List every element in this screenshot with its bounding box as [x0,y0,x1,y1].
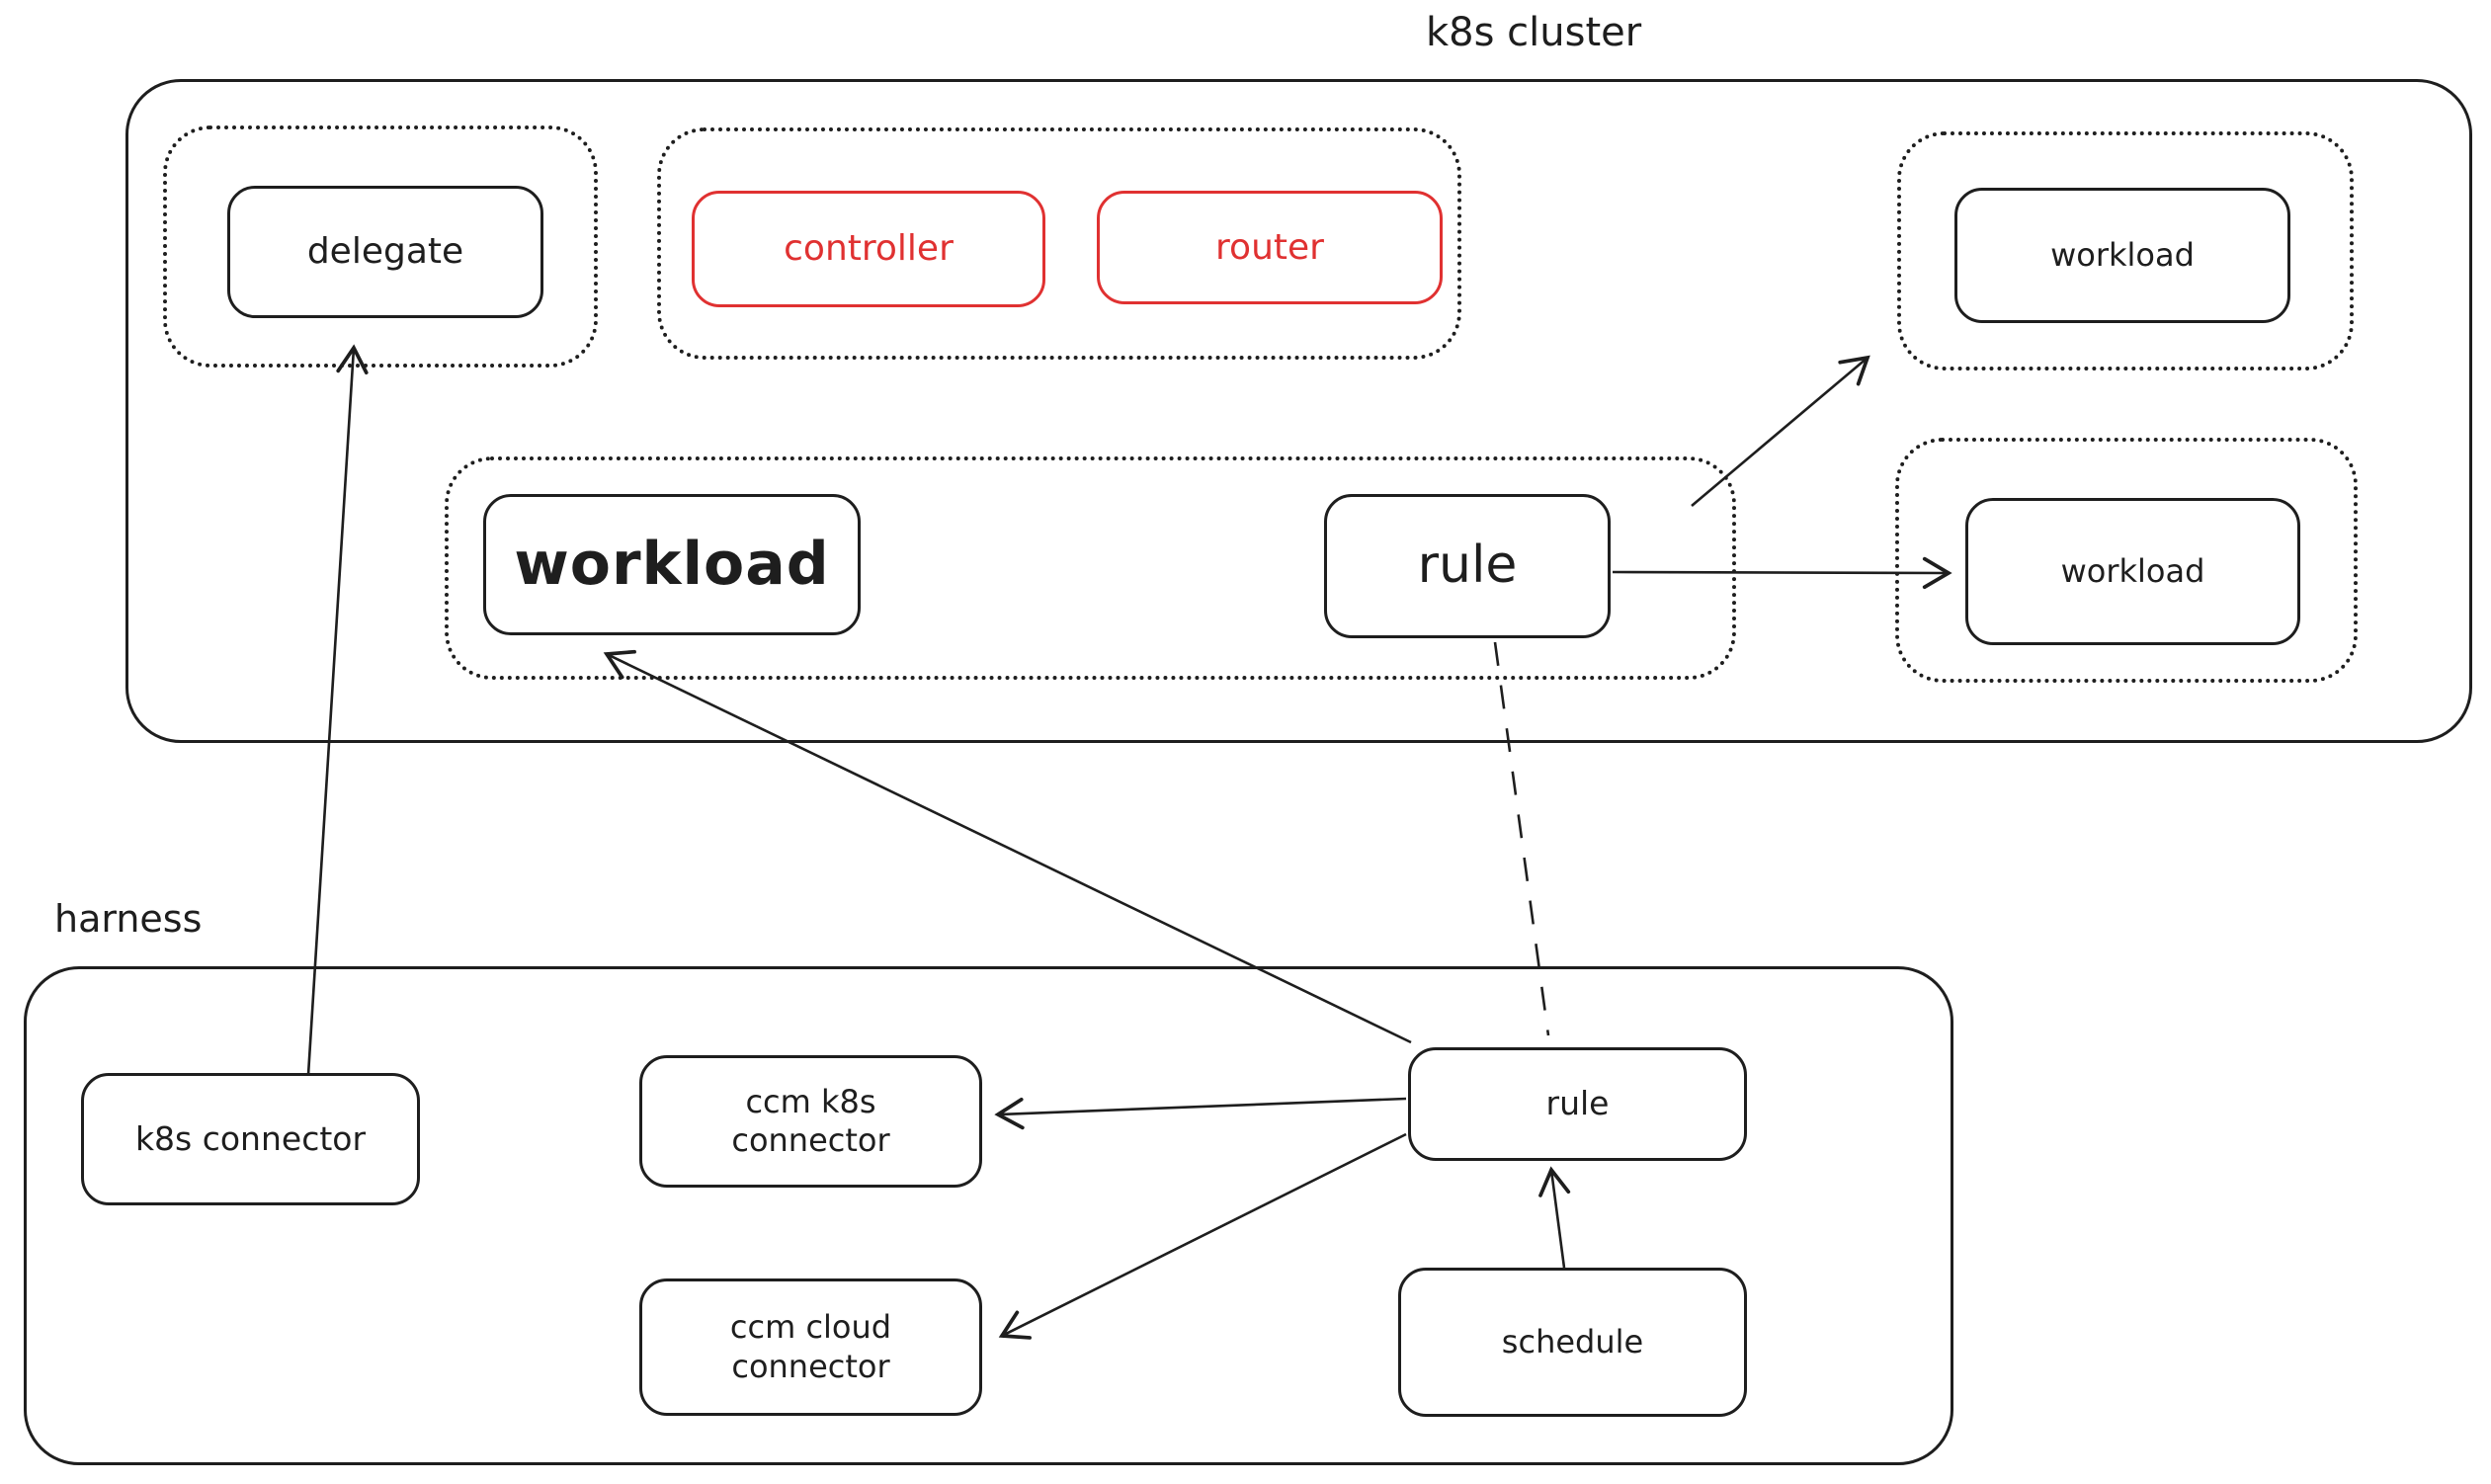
rule-k8s-node-label: rule [1417,536,1518,596]
controller-node-label: controller [784,228,954,270]
workload-top-right-node-label: workload [2050,235,2195,274]
controller-node: controller [692,191,1045,307]
rule-harness-node-label: rule [1545,1084,1610,1123]
workload-top-right-group [1897,131,2354,371]
router-node-label: router [1215,226,1324,268]
controller-router-group [657,127,1461,360]
delegate-node-label: delegate [306,231,464,273]
harness-label: harness [54,897,203,941]
router-node: router [1097,191,1443,304]
rule-harness-node: rule [1408,1047,1747,1161]
workload-mid-right-node-label: workload [2060,551,2205,590]
delegate-node: delegate [227,186,543,318]
workload-main-node-label: workload [514,529,830,599]
schedule-node: schedule [1398,1268,1747,1417]
workload-mid-right-node: workload [1965,498,2300,645]
workload-top-right-node: workload [1954,188,2290,323]
workload-mid-right-group [1895,438,2358,683]
k8s-cluster-label: k8s cluster [1426,10,1642,55]
ccm-k8s-connector-node-label-line1: ccm k8s [745,1082,876,1120]
ccm-k8s-connector-node: ccm k8s connector [639,1055,982,1188]
delegate-group [163,125,598,368]
schedule-node-label: schedule [1501,1322,1644,1360]
workload-main-node: workload [483,494,861,635]
ccm-k8s-connector-node-label-line2: connector [731,1121,890,1159]
ccm-cloud-connector-node-label-line1: ccm cloud [729,1308,892,1347]
ccm-cloud-connector-node-label-line2: connector [731,1347,890,1385]
k8s-connector-node: k8s connector [81,1073,420,1205]
k8s-connector-node-label: k8s connector [134,1118,367,1158]
ccm-cloud-connector-node: ccm cloud connector [639,1278,982,1416]
rule-k8s-node: rule [1324,494,1611,638]
